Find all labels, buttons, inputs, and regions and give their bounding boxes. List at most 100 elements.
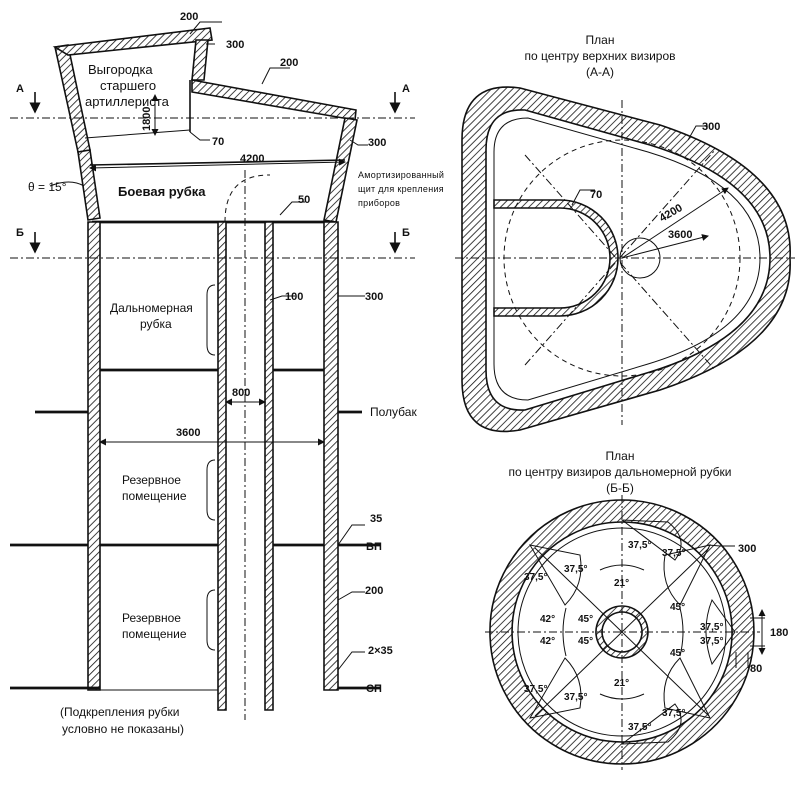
dim-side-300-low: 300 [365, 291, 383, 303]
plan-b-title-2: по центру визиров дальномерной рубки [509, 465, 732, 479]
dim-roof-right: 200 [280, 57, 298, 69]
partition-3 [206, 589, 216, 651]
dim-plate-35: 35 [370, 513, 382, 525]
rangefinder-label-2: рубка [140, 317, 172, 331]
plan-b-leader-300 [707, 544, 735, 547]
section-b-right: Б [402, 227, 410, 239]
angle-arc [49, 181, 85, 187]
cabin-roof [52, 27, 213, 56]
ang-375-top-a: 37,5° [628, 540, 651, 551]
central-tube-right [264, 221, 274, 711]
footnote-1: (Подкрепления рубки [60, 705, 179, 719]
ang-21-bottom: 21° [614, 678, 629, 689]
reserve-2-label-1: Резервное [122, 611, 181, 625]
cabin-label-1: Выгородка [88, 62, 153, 77]
combat-room-label: Боевая рубка [118, 184, 206, 199]
leader-2x35 [337, 651, 365, 671]
leader-300-mid [349, 139, 368, 146]
combat-right-wall [323, 117, 358, 223]
ang-42-b: 42° [540, 636, 555, 647]
plan-a-r3600 [621, 234, 709, 259]
ang-45-rb: 45° [670, 648, 685, 659]
plan-b-title-3: (Б-Б) [606, 481, 634, 495]
dim-plate-50: 50 [298, 194, 310, 206]
hatch-arc [224, 174, 271, 223]
tube-left-outer [87, 221, 101, 691]
section-a-left: А [16, 83, 24, 95]
sector-tr [663, 544, 711, 606]
ang-375-bot-a: 37,5° [628, 722, 651, 733]
reserve-1-label-2: помещение [122, 489, 187, 503]
section-b-left: Б [16, 227, 24, 239]
elevation-view: 200 300 200 Выгородка старшего артиллери… [10, 11, 444, 736]
ang-375-tl-a: 37,5° [524, 572, 547, 583]
angle-label: θ = 15° [28, 180, 67, 194]
plan-b-dim-180: 180 [770, 627, 788, 639]
sector-top [620, 519, 682, 561]
section-a-right: А [402, 83, 410, 95]
plan-b-diag2 [534, 547, 710, 717]
combat-roof [191, 79, 357, 121]
plan-a-title-2: по центру верхних визиров [524, 49, 675, 63]
plan-b-outer-ring [489, 499, 755, 765]
plan-a-inner-outline [493, 117, 761, 401]
partition-1 [206, 284, 216, 356]
sector-right [705, 598, 736, 666]
combat-left-wall [77, 149, 101, 221]
dim-cabin-floor: 70 [212, 136, 224, 148]
sector-br [663, 657, 711, 719]
ang-375-r-b: 37,5° [700, 636, 723, 647]
plan-b-title-1: План [606, 449, 635, 463]
ang-45-ra: 45° [670, 602, 685, 613]
cabin-label-2: старшего [100, 78, 156, 93]
cabin-floor [84, 129, 191, 139]
ang-21-top: 21° [614, 578, 629, 589]
tube-right-outer [323, 221, 339, 691]
ang-375-bot-b: 37,5° [662, 708, 685, 719]
plan-a-title-1: План [586, 33, 615, 47]
ang-45-la: 45° [578, 614, 593, 625]
shield-note-1: Амортизированный [358, 170, 444, 180]
plan-a-dim-70: 70 [590, 189, 602, 201]
deck-sp-label: СП [366, 683, 382, 695]
leader-35 [337, 524, 365, 546]
partition-2 [206, 459, 216, 521]
leader-200-top [189, 21, 222, 35]
plan-a-dim-4200: 4200 [658, 202, 685, 225]
dim-tube-100: 100 [285, 291, 303, 303]
leader-100 [269, 295, 295, 301]
reserve-2-label-2: помещение [122, 627, 187, 641]
plan-a-semicircle [493, 199, 619, 317]
arc-45-right [679, 607, 684, 657]
ang-42-a: 42° [540, 614, 555, 625]
leader-50 [279, 201, 305, 216]
arc-42 [562, 607, 567, 657]
plan-a-outer-wall [461, 86, 791, 433]
deck-polubak-label: Полубак [370, 405, 417, 419]
plan-a-dim-3600: 3600 [668, 229, 692, 241]
cabin-label-3: артиллериста [85, 94, 170, 109]
ang-45-lb: 45° [578, 636, 593, 647]
plan-a-dim-300: 300 [702, 121, 720, 133]
leader-70 [189, 131, 210, 141]
arc-21-bottom [599, 693, 645, 700]
dim-tube-800: 800 [232, 387, 250, 399]
plan-a-title-3: (А-А) [586, 65, 614, 79]
plan-a-r4200 [621, 187, 729, 259]
reserve-1-label-1: Резервное [122, 473, 181, 487]
dim-cabin-height: 1800 [141, 107, 153, 131]
plan-b-view: План по центру визиров дальномерной рубк… [485, 449, 788, 770]
dim-side-200: 200 [365, 585, 383, 597]
central-tube-left [217, 221, 227, 711]
rangefinder-label-1: Дальномерная [110, 301, 193, 315]
plan-a-leader-300 [687, 125, 708, 141]
dim-line-4200 [89, 158, 346, 172]
footnote-2: условно не показаны) [62, 722, 184, 736]
cabin-step-wall [191, 39, 209, 81]
plan-b-dim-80: 80 [750, 663, 762, 675]
dim-plate-2x35: 2×35 [368, 645, 393, 657]
ang-375-bl-b: 37,5° [564, 692, 587, 703]
dim-width-top: 4200 [240, 153, 264, 165]
sector-tl [529, 544, 582, 606]
